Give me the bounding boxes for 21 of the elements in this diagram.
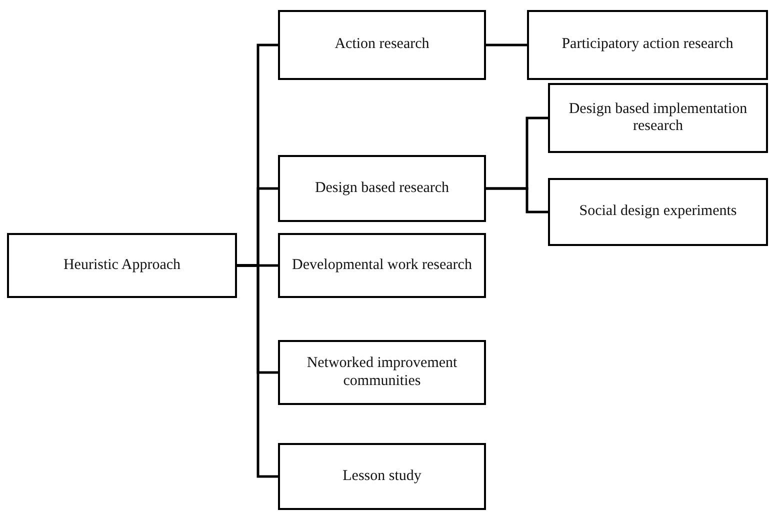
process-box xyxy=(7,233,237,298)
node-label: Social design experiments xyxy=(579,203,737,221)
process-box xyxy=(278,155,486,222)
process-box xyxy=(548,83,768,153)
process-box xyxy=(527,10,768,80)
node-label: Lesson study xyxy=(342,468,422,486)
node-label: Participatory action research xyxy=(562,36,734,54)
connector-line xyxy=(486,187,548,214)
process-box xyxy=(278,233,486,298)
process-box xyxy=(278,443,486,510)
node-label: Design based research xyxy=(314,180,450,198)
process-box xyxy=(278,340,486,405)
node-label: Design based implementation research xyxy=(568,100,748,136)
connector-line xyxy=(486,44,527,46)
node-label: Networked improvement communities xyxy=(306,355,458,390)
connector-line xyxy=(237,264,278,478)
process-box xyxy=(278,10,486,80)
node-label: Heuristic Approach xyxy=(63,256,181,274)
process-box xyxy=(548,178,768,246)
node-label: Developmental work research xyxy=(292,256,472,274)
node-label: Action research xyxy=(334,36,430,54)
